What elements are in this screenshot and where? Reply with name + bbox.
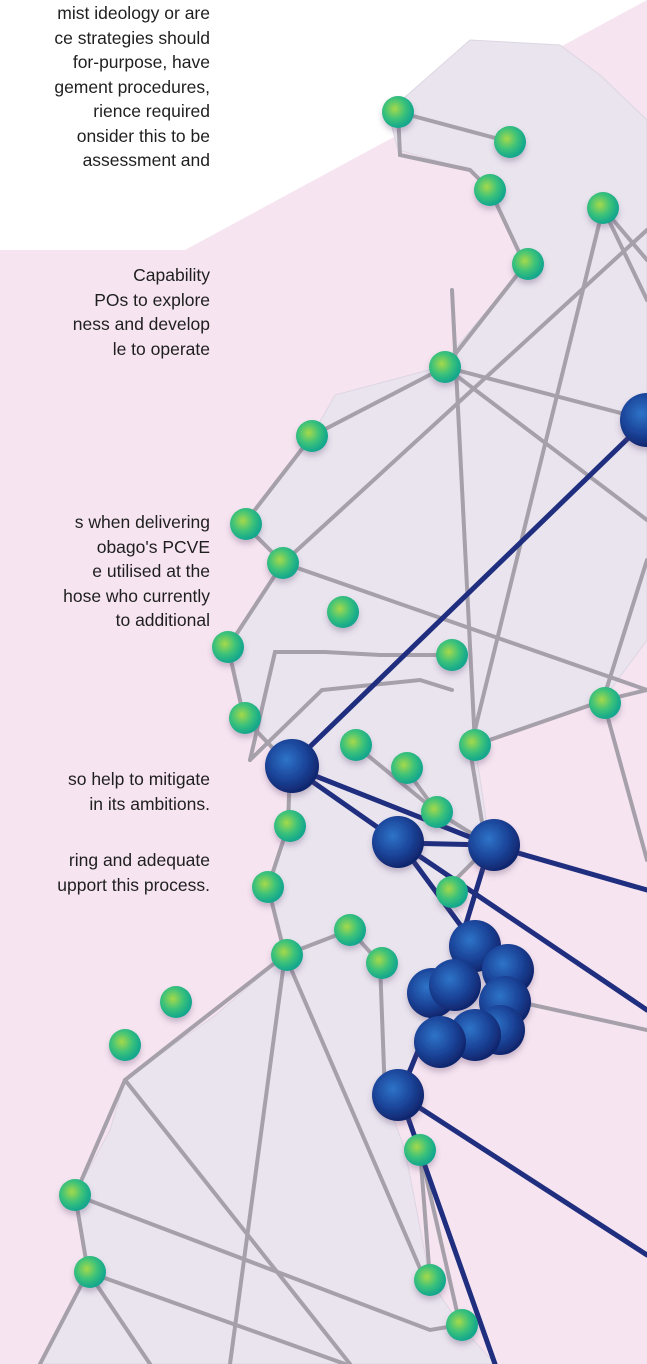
green-node	[74, 1256, 106, 1288]
blue-node	[372, 816, 424, 868]
text-line: in its ambitions.	[89, 793, 210, 814]
text-paragraph-2: Capability POs to explore ness and devel…	[73, 263, 210, 361]
green-node	[327, 596, 359, 628]
text-line: Capability	[133, 265, 210, 285]
blue-node	[414, 1016, 466, 1068]
text-line: ness and develop	[72, 314, 210, 334]
text-line: ring and adequate	[68, 850, 210, 870]
blue-node	[372, 1069, 424, 1121]
green-node	[382, 96, 414, 128]
green-node	[474, 174, 506, 206]
blue-node	[620, 393, 647, 447]
green-node	[391, 752, 423, 784]
text-line: hose who currently	[63, 585, 210, 606]
green-node	[340, 729, 372, 761]
green-node	[59, 1179, 91, 1211]
blue-node	[468, 819, 520, 871]
text-line: ce strategies should	[54, 27, 210, 48]
text-paragraph-4: so help to mitigate in its ambitions.	[68, 767, 210, 816]
text-line: s when delivering	[74, 512, 210, 532]
blue-nodes	[265, 393, 647, 1121]
green-node	[334, 914, 366, 946]
green-node	[252, 871, 284, 903]
text-line: rience required	[93, 101, 210, 121]
text-line: obago's PCVE	[96, 536, 210, 557]
text-line: POs to explore	[94, 289, 210, 310]
text-line: mist ideology or are	[57, 3, 210, 23]
green-node	[494, 126, 526, 158]
text-line: le to operate	[112, 338, 210, 359]
green-node	[512, 248, 544, 280]
green-node	[429, 351, 461, 383]
text-line: for-purpose, have	[72, 52, 210, 72]
green-node	[271, 939, 303, 971]
blue-node	[429, 959, 481, 1011]
text-line: upport this process.	[57, 874, 210, 895]
green-node	[446, 1309, 478, 1341]
green-node	[404, 1134, 436, 1166]
green-node	[436, 876, 468, 908]
green-node	[160, 986, 192, 1018]
green-node	[267, 547, 299, 579]
green-node	[212, 631, 244, 663]
green-node	[459, 729, 491, 761]
text-line: to additional	[115, 610, 210, 630]
green-node	[589, 687, 621, 719]
text-line: so help to mitigate	[67, 769, 210, 789]
text-paragraph-5: ring and adequate upport this process.	[57, 848, 210, 897]
green-node	[421, 796, 453, 828]
green-node	[229, 702, 261, 734]
green-node	[109, 1029, 141, 1061]
text-paragraph-3: s when delivering obago's PCVE e utilise…	[63, 510, 210, 633]
green-node	[274, 810, 306, 842]
text-line: assessment and	[82, 150, 210, 170]
green-node	[230, 508, 262, 540]
green-node	[587, 192, 619, 224]
text-paragraph-1: mist ideology or are ce strategies shoul…	[54, 1, 210, 173]
green-nodes	[59, 96, 621, 1341]
text-line: e utilised at the	[92, 561, 210, 581]
text-line: gement procedures,	[54, 76, 210, 97]
blue-node	[265, 739, 319, 793]
green-node	[296, 420, 328, 452]
green-node	[366, 947, 398, 979]
text-line: onsider this to be	[76, 125, 210, 146]
green-node	[436, 639, 468, 671]
green-node	[414, 1264, 446, 1296]
